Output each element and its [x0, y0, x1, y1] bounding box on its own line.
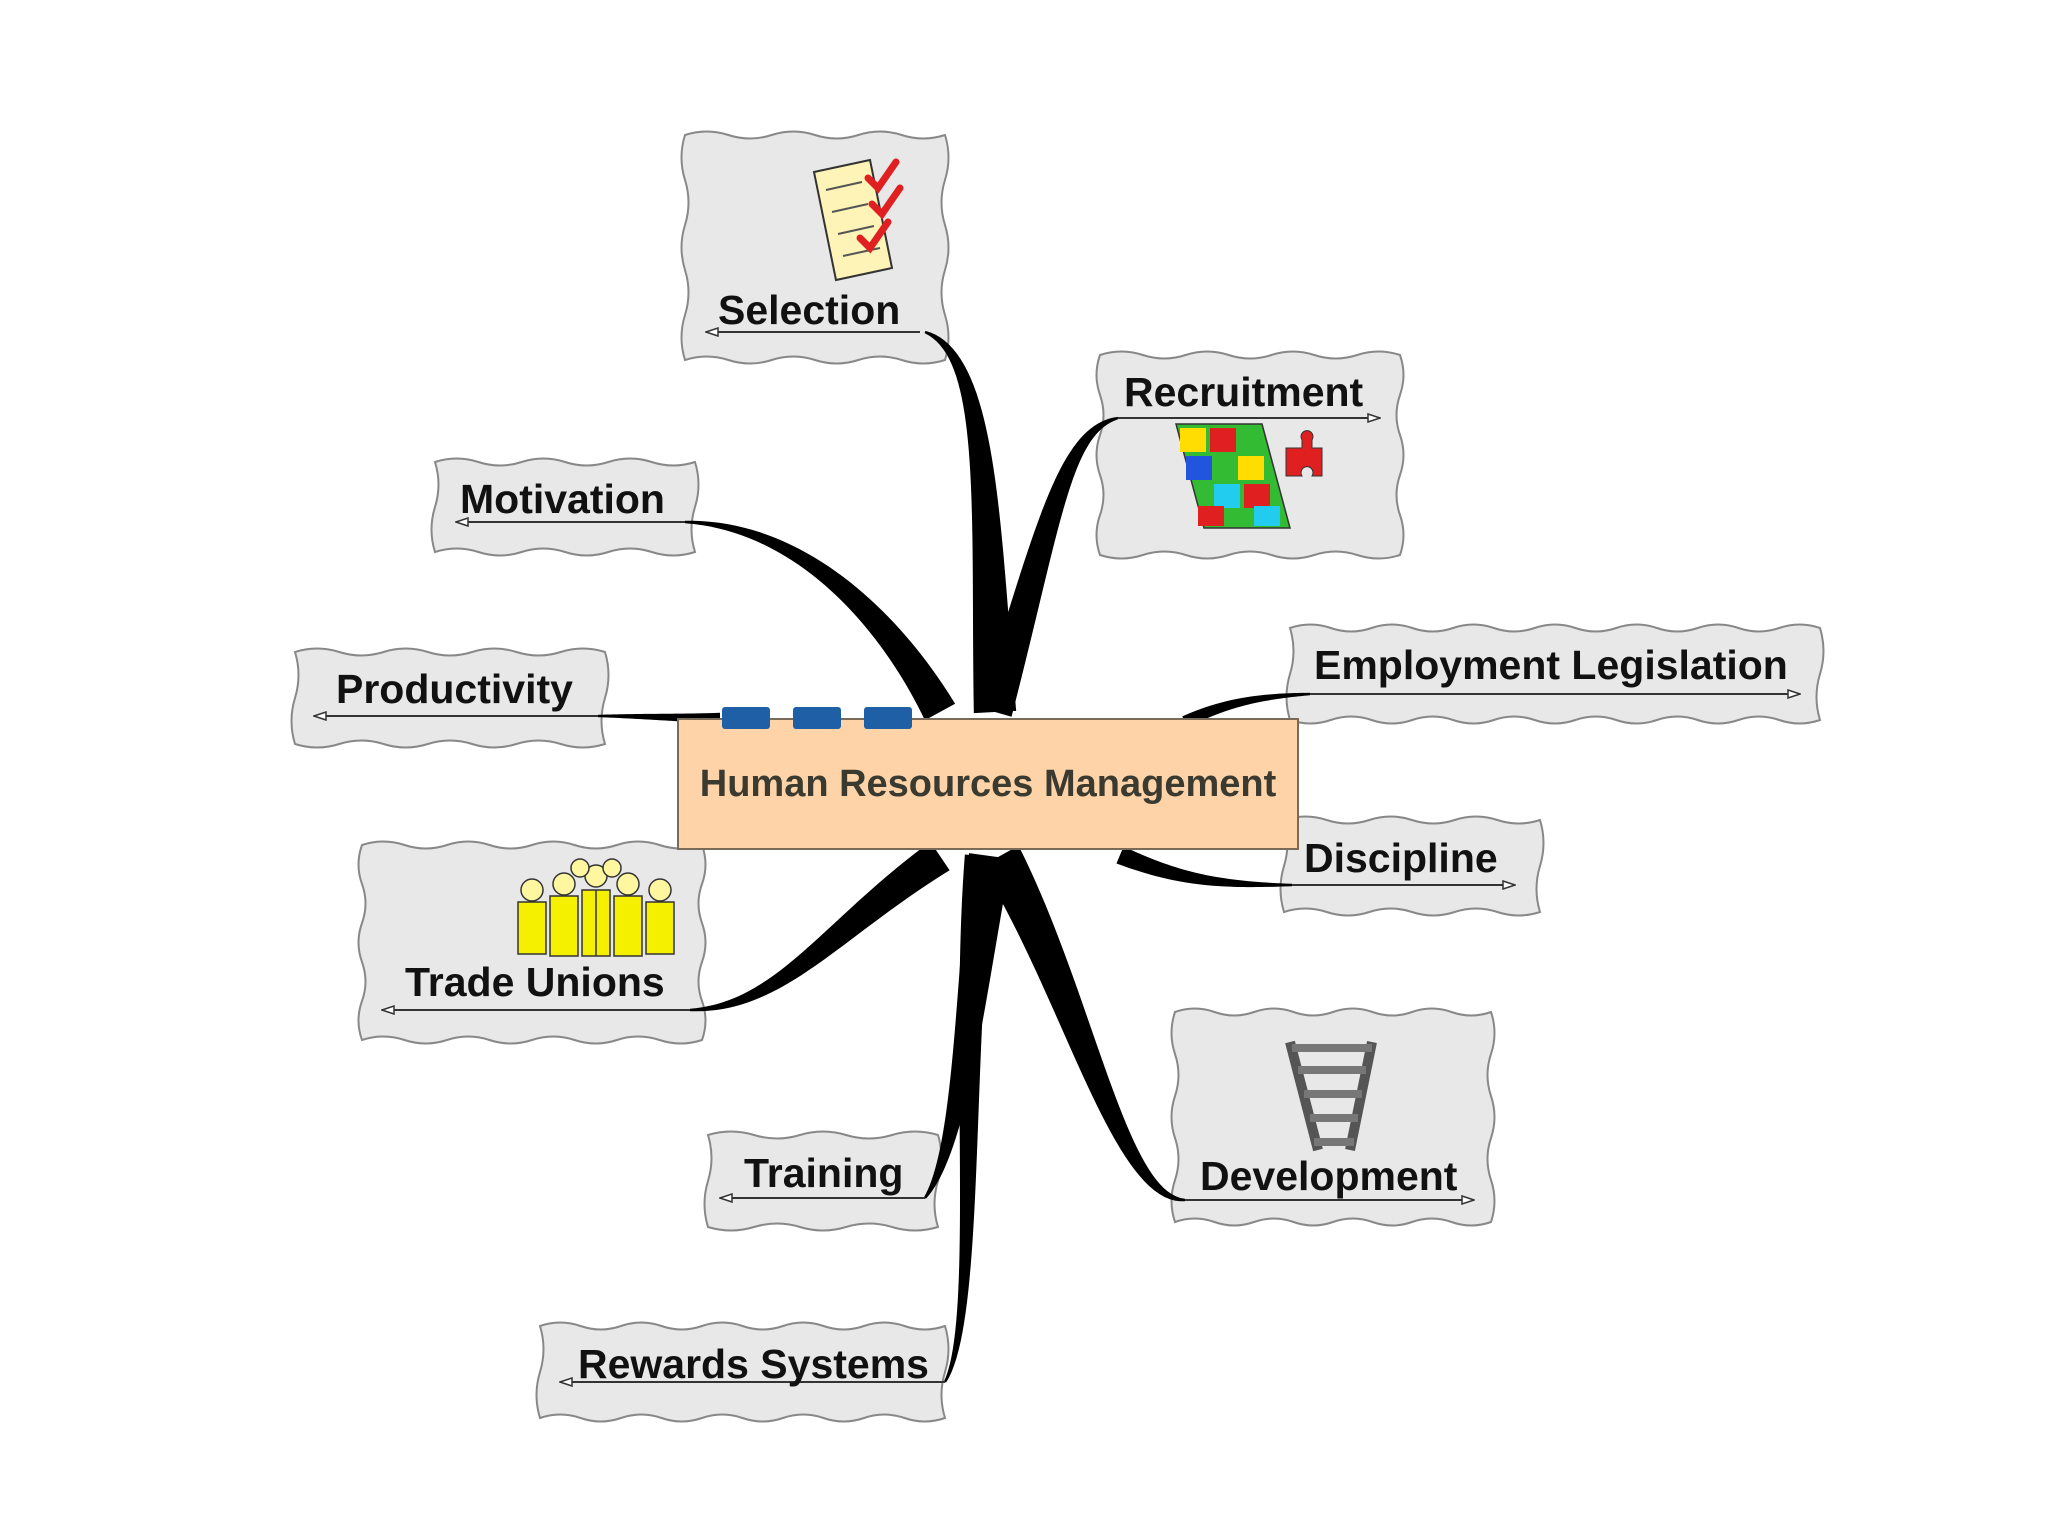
selection-bubble	[680, 130, 950, 365]
label-underlines	[314, 332, 1800, 1382]
discipline-branch	[1116, 846, 1292, 888]
productivity-label[interactable]: Productivity	[336, 666, 573, 712]
motivation-label[interactable]: Motivation	[460, 476, 665, 522]
rewards-systems-bubble	[535, 1321, 950, 1423]
branch-connectors	[598, 330, 1311, 1383]
center-topic-box[interactable]	[677, 718, 1299, 850]
motivation-bubble	[430, 457, 700, 557]
employment-legislation-bubble	[1285, 623, 1825, 725]
selection-branch	[924, 330, 1017, 714]
training-bubble	[703, 1130, 943, 1232]
collapse-tab[interactable]	[722, 707, 770, 729]
collapse-tab[interactable]	[793, 707, 841, 729]
center-topic-label: Human Resources Management	[699, 762, 1277, 805]
node-bubbles	[290, 130, 1825, 1423]
discipline-label[interactable]: Discipline	[1304, 835, 1498, 881]
motivation-branch	[684, 520, 956, 721]
checklist-icon	[812, 158, 904, 282]
rewards-systems-branch	[943, 854, 996, 1383]
employment-legislation-label[interactable]: Employment Legislation	[1314, 642, 1788, 688]
employment-legislation-branch	[1182, 692, 1311, 728]
trade-unions-branch	[689, 841, 950, 1012]
recruitment-branch	[978, 416, 1119, 717]
selection-label[interactable]: Selection	[718, 287, 901, 333]
productivity-bubble	[290, 647, 610, 749]
jigsaw-puzzle-icon	[1175, 423, 1323, 529]
collapse-tab[interactable]	[864, 707, 912, 729]
crowd-icon	[517, 858, 675, 957]
ladder-icon	[1285, 1040, 1377, 1152]
trade-unions-label[interactable]: Trade Unions	[405, 959, 665, 1005]
recruitment-label[interactable]: Recruitment	[1124, 369, 1364, 415]
development-branch	[981, 845, 1185, 1202]
rewards-systems-label[interactable]: Rewards Systems	[578, 1341, 929, 1387]
development-label[interactable]: Development	[1200, 1153, 1458, 1199]
training-label[interactable]: Training	[744, 1150, 904, 1196]
discipline-bubble	[1279, 815, 1545, 917]
